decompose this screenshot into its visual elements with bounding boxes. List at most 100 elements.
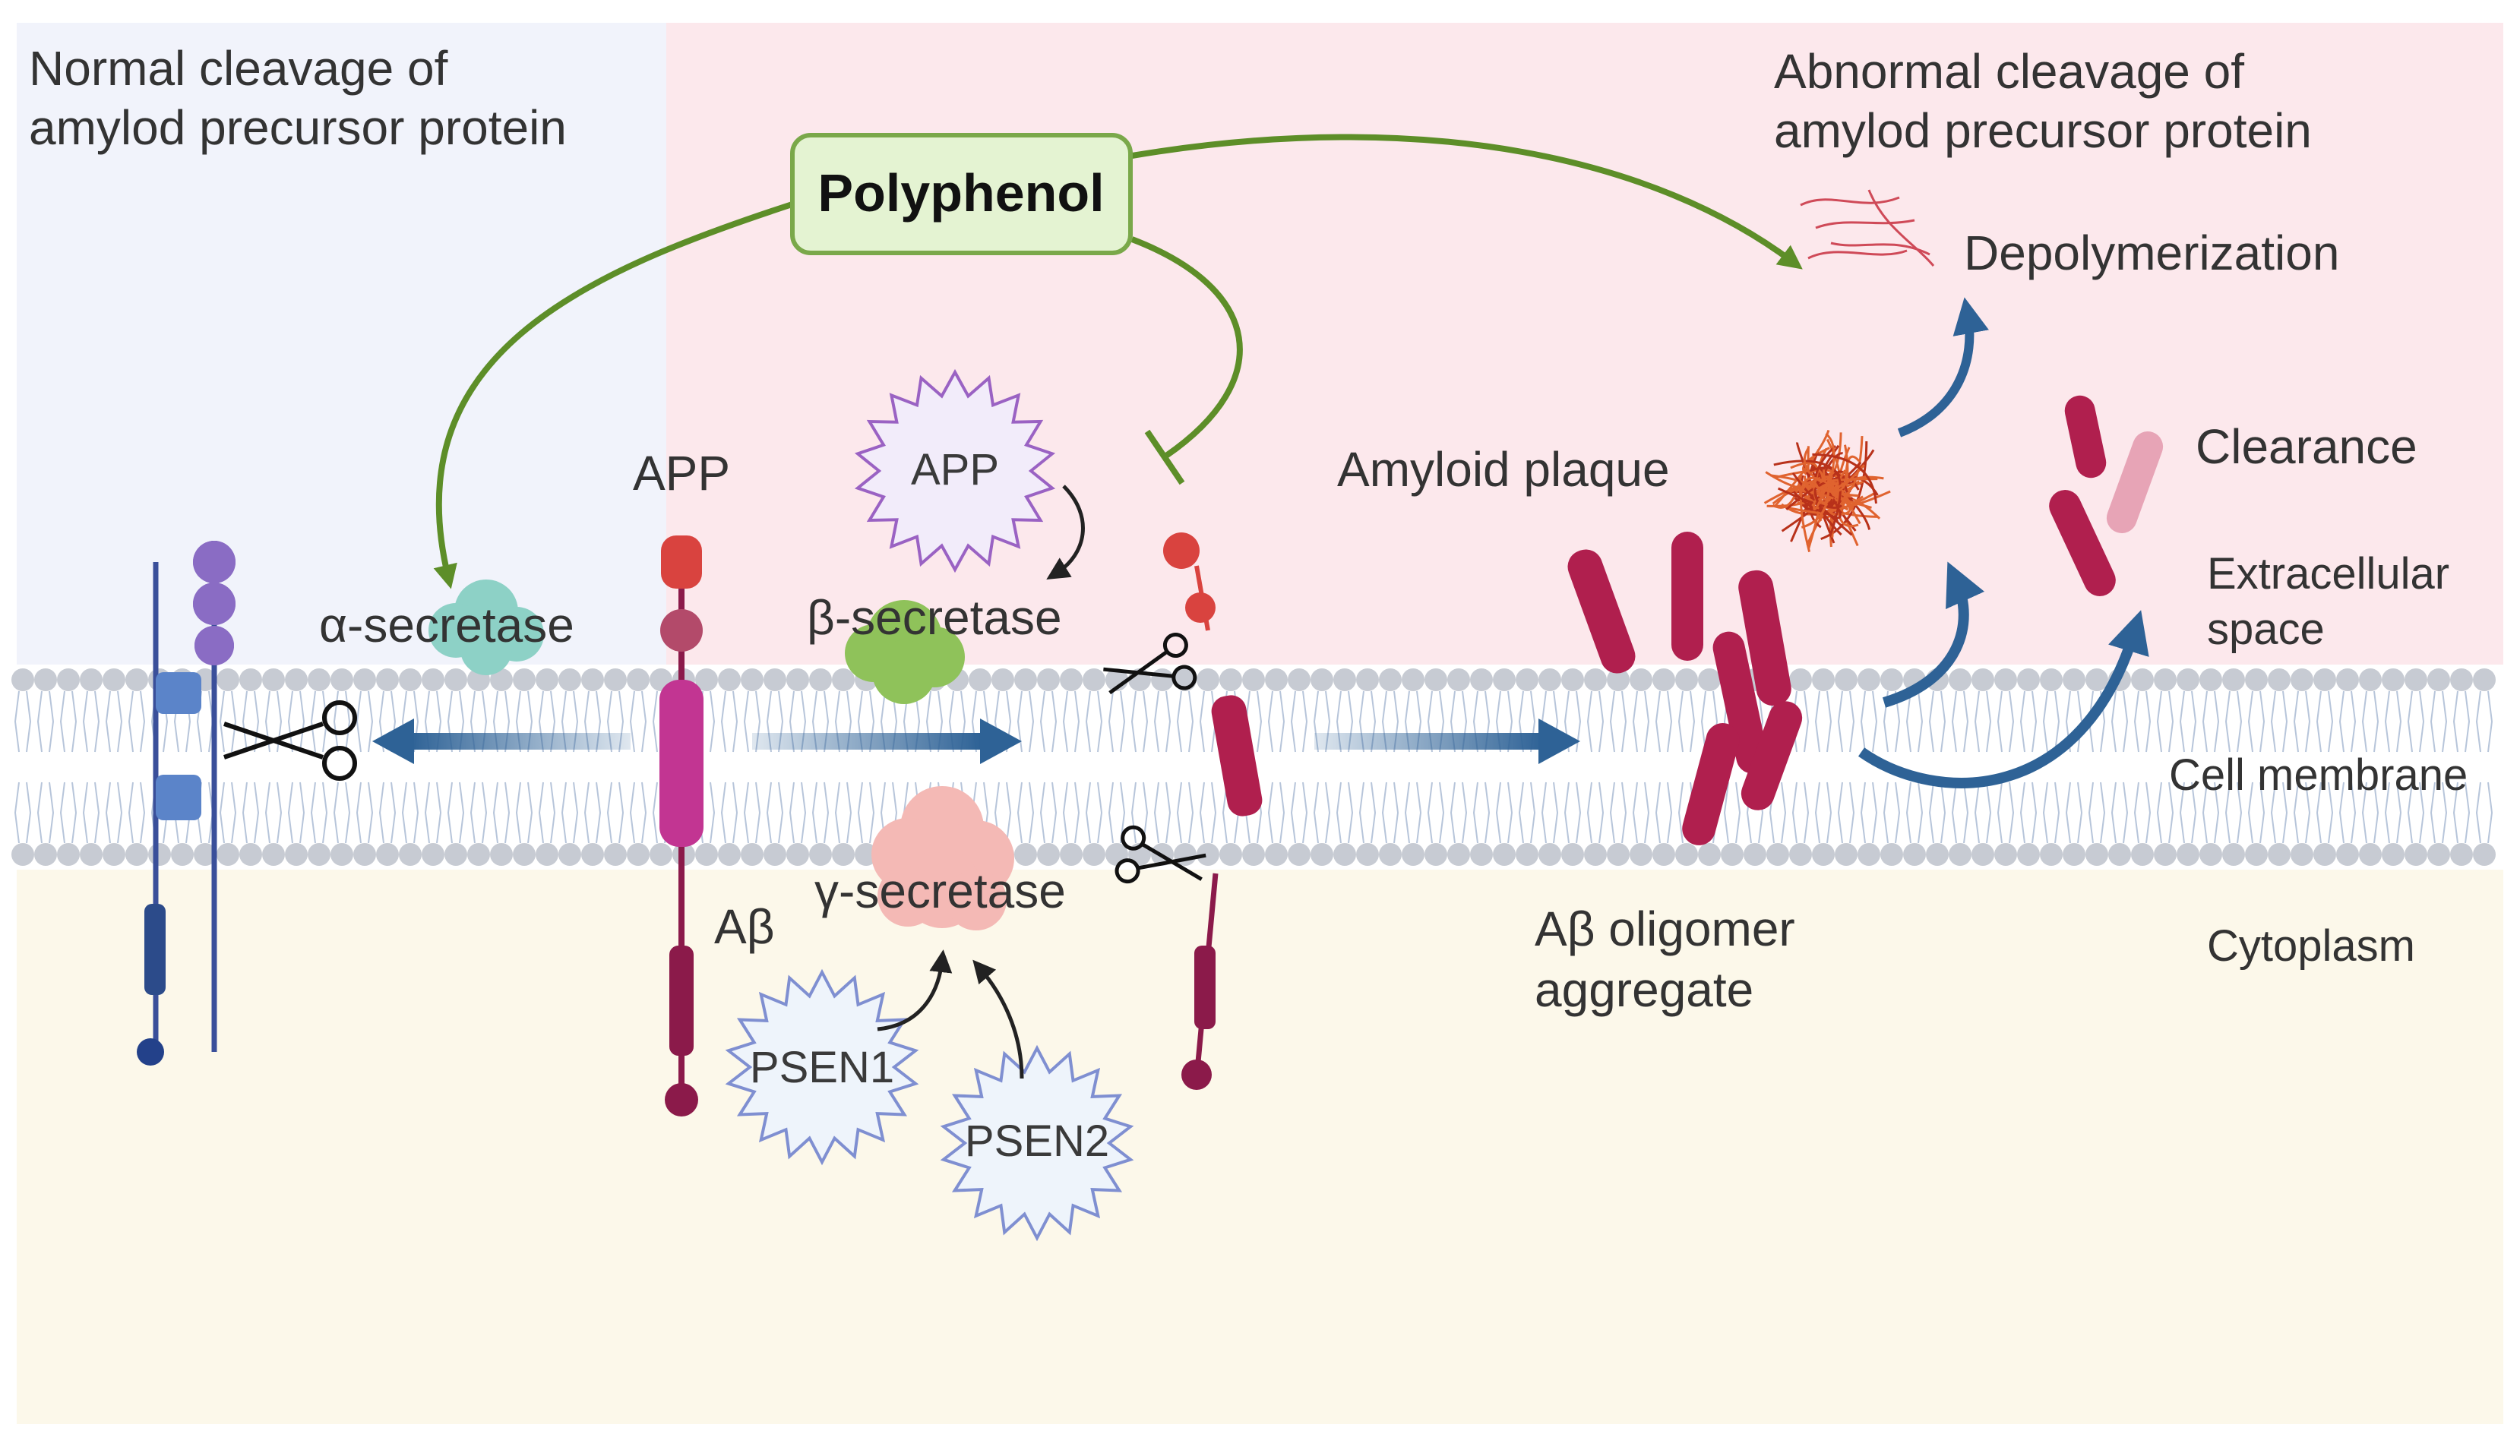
lipid-head: [1538, 843, 1561, 866]
lipid-head: [1538, 668, 1561, 691]
lipid-head: [1219, 668, 1242, 691]
lipid-head: [627, 843, 650, 866]
cell-membrane: [11, 665, 2503, 870]
lipid-head: [2405, 843, 2427, 866]
lipid-head: [171, 843, 194, 866]
lipid-head: [239, 843, 262, 866]
lipid-head: [1288, 668, 1311, 691]
lipid-head: [2199, 668, 2222, 691]
lipid-head: [1083, 668, 1105, 691]
lipid-head: [695, 843, 718, 866]
lipid-head: [1835, 668, 1858, 691]
lipid-head: [1470, 668, 1493, 691]
lipid-head: [80, 843, 103, 866]
lipid-head: [1060, 668, 1083, 691]
lipid-head: [11, 668, 34, 691]
lipid-head: [125, 668, 148, 691]
lipid-head: [536, 843, 558, 866]
lipid-head: [444, 668, 467, 691]
lipid-head: [1789, 668, 1812, 691]
lipid-head: [558, 843, 581, 866]
alpha-secretase-label: α-secretase: [319, 598, 574, 652]
lipid-head: [2131, 843, 2154, 866]
lipid-head: [376, 843, 399, 866]
lipid-head: [467, 843, 490, 866]
lipid-head: [1447, 668, 1470, 691]
lipid-head: [422, 668, 444, 691]
lipid-head: [627, 668, 650, 691]
lipid-head: [1288, 843, 1311, 866]
lipid-head: [1379, 668, 1402, 691]
lipid-head: [57, 668, 80, 691]
lipid-head: [1493, 843, 1516, 866]
lipid-head: [1219, 843, 1242, 866]
lipid-head: [2313, 843, 2336, 866]
lipid-head: [1652, 668, 1675, 691]
lipid-head: [1949, 843, 1971, 866]
depolymerization-label: Depolymerization: [1964, 226, 2339, 280]
lipid-head: [1880, 668, 1903, 691]
lipid-head: [1470, 843, 1493, 866]
lipid-head: [2108, 843, 2131, 866]
lipid-head: [2427, 668, 2450, 691]
lipid-head: [2017, 668, 2040, 691]
lipid-head: [11, 843, 34, 866]
lipid-head: [285, 843, 308, 866]
lipid-head: [536, 668, 558, 691]
lipid-head: [2199, 843, 2222, 866]
lipid-head: [1265, 668, 1288, 691]
lipid-head: [1037, 843, 1060, 866]
lipid-head: [2450, 843, 2473, 866]
app-label: APP: [633, 446, 730, 501]
lipid-head: [1516, 668, 1538, 691]
lipid-head: [217, 843, 239, 866]
lipid-head: [558, 668, 581, 691]
lipid-head: [1652, 843, 1675, 866]
lipid-head: [1812, 843, 1835, 866]
lipid-head: [2222, 843, 2245, 866]
lipid-head: [1561, 668, 1584, 691]
lipid-head: [2450, 668, 2473, 691]
polyphenol-box: Polyphenol: [792, 135, 1130, 253]
clearance-label: Clearance: [2196, 419, 2417, 474]
lipid-head: [1744, 843, 1766, 866]
lipid-head: [34, 668, 57, 691]
lipid-head: [2336, 668, 2359, 691]
lipid-head: [1424, 668, 1447, 691]
lipid-head: [2382, 668, 2405, 691]
lipid-head: [490, 843, 513, 866]
lipid-head: [2131, 668, 2154, 691]
lipid-head: [2085, 668, 2108, 691]
lipid-head: [1083, 843, 1105, 866]
lipid-head: [1333, 843, 1356, 866]
lipid-head: [1197, 668, 1219, 691]
cell-membrane-label: Cell membrane: [2169, 750, 2468, 800]
lipid-head: [1561, 843, 1584, 866]
lipid-head: [969, 668, 991, 691]
lipid-head: [1835, 843, 1858, 866]
gamma-secretase-label: γ-secretase: [814, 864, 1066, 918]
lipid-head: [1607, 843, 1630, 866]
lipid-head: [1971, 843, 1994, 866]
lipid-head: [1151, 668, 1174, 691]
lipid-head: [217, 668, 239, 691]
lipid-head: [103, 843, 125, 866]
lipid-head: [809, 843, 832, 866]
lipid-head: [1994, 668, 2017, 691]
lipid-head: [1379, 843, 1402, 866]
lipid-head: [2063, 843, 2085, 866]
lipid-head: [1265, 843, 1288, 866]
lipid-head: [764, 668, 786, 691]
lipid-head: [2245, 843, 2268, 866]
lipid-head: [1812, 668, 1835, 691]
lipid-head: [330, 668, 353, 691]
abnormal-title-line2: amylod precursor protein: [1774, 103, 2312, 158]
lipid-head: [1858, 843, 1880, 866]
lipid-head: [1880, 843, 1903, 866]
lipid-head: [2154, 668, 2177, 691]
lipid-head: [513, 843, 536, 866]
lipid-head: [308, 843, 330, 866]
lipid-head: [1356, 843, 1379, 866]
lipid-head: [80, 668, 103, 691]
